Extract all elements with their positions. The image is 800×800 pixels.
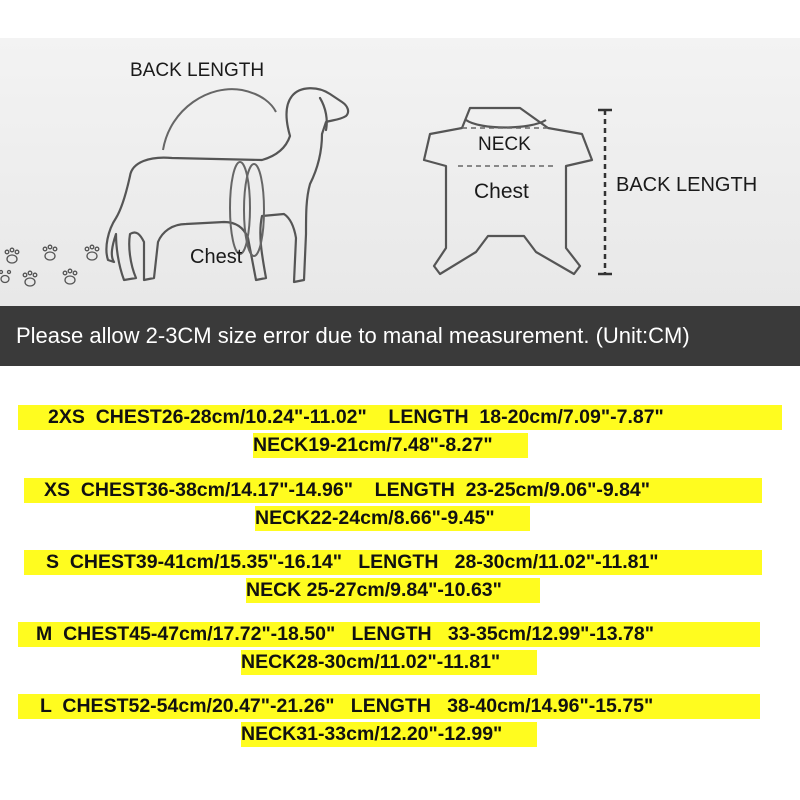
- paw-print-icons: [0, 244, 100, 287]
- size-s-neck: NECK 25-27cm/9.84"-10.63": [246, 578, 540, 603]
- size-m-line1: M CHEST45-47cm/17.72"-18.50" LENGTH 33-3…: [18, 622, 760, 647]
- size-2xs-neck: NECK19-21cm/7.48"-8.27": [253, 433, 528, 458]
- paw-print-icon: [0, 269, 12, 284]
- clothing-chest-label: Chest: [474, 180, 529, 203]
- paw-print-icon: [62, 268, 78, 285]
- measurement-banner: [0, 38, 800, 306]
- back-length-arc: [162, 88, 277, 151]
- paw-print-icon: [4, 247, 20, 264]
- measurement-diagram: [0, 87, 612, 287]
- chest-measure-ellipse: [243, 163, 265, 257]
- paw-print-icon: [22, 270, 38, 287]
- paw-print-icon: [84, 244, 100, 261]
- chest-measure-ellipse: [229, 161, 251, 255]
- pet-clothing-outline-icon: [422, 106, 594, 276]
- size-xs-neck: NECK22-24cm/8.66"-9.45": [255, 506, 530, 531]
- clothing-back-length-label: BACK LENGTH: [616, 174, 758, 196]
- paw-print-icon: [42, 244, 58, 261]
- size-s-line1: S CHEST39-41cm/15.35"-16.14" LENGTH 28-3…: [24, 550, 762, 575]
- dog-outline-icon: [105, 87, 350, 284]
- size-m-neck: NECK28-30cm/11.02"-11.81": [241, 650, 537, 675]
- measurement-notice: Please allow 2-3CM size error due to man…: [0, 306, 800, 366]
- dog-chest-label: Chest: [190, 246, 243, 268]
- size-l-neck: NECK31-33cm/12.20"-12.99": [241, 722, 537, 747]
- clothing-neck-label: NECK: [478, 134, 531, 155]
- size-xs-line1: XS CHEST36-38cm/14.17"-14.96" LENGTH 23-…: [24, 478, 762, 503]
- size-l-line1: L CHEST52-54cm/20.47"-21.26" LENGTH 38-4…: [18, 694, 760, 719]
- dog-back-length-label: BACK LENGTH: [130, 60, 265, 81]
- size-2xs-line1: 2XS CHEST26-28cm/10.24"-11.02" LENGTH 18…: [18, 405, 782, 430]
